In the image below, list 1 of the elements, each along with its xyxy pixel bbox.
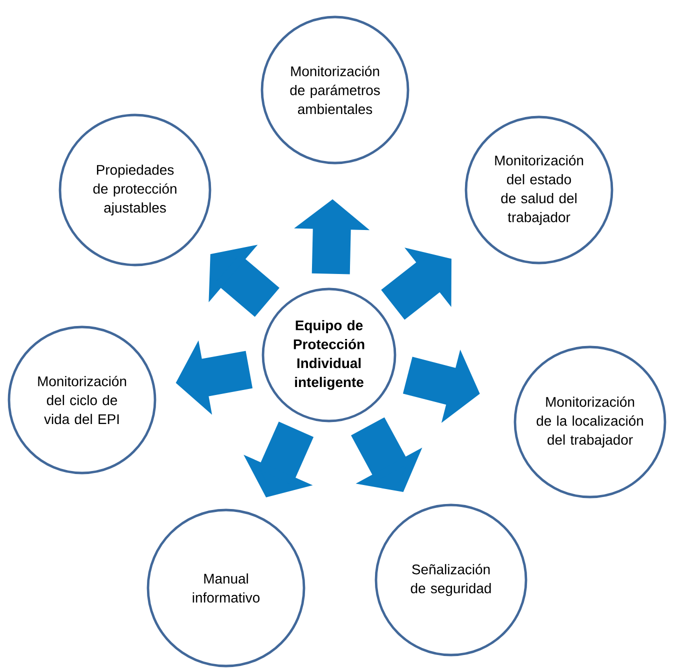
- block-arrow: [381, 248, 452, 320]
